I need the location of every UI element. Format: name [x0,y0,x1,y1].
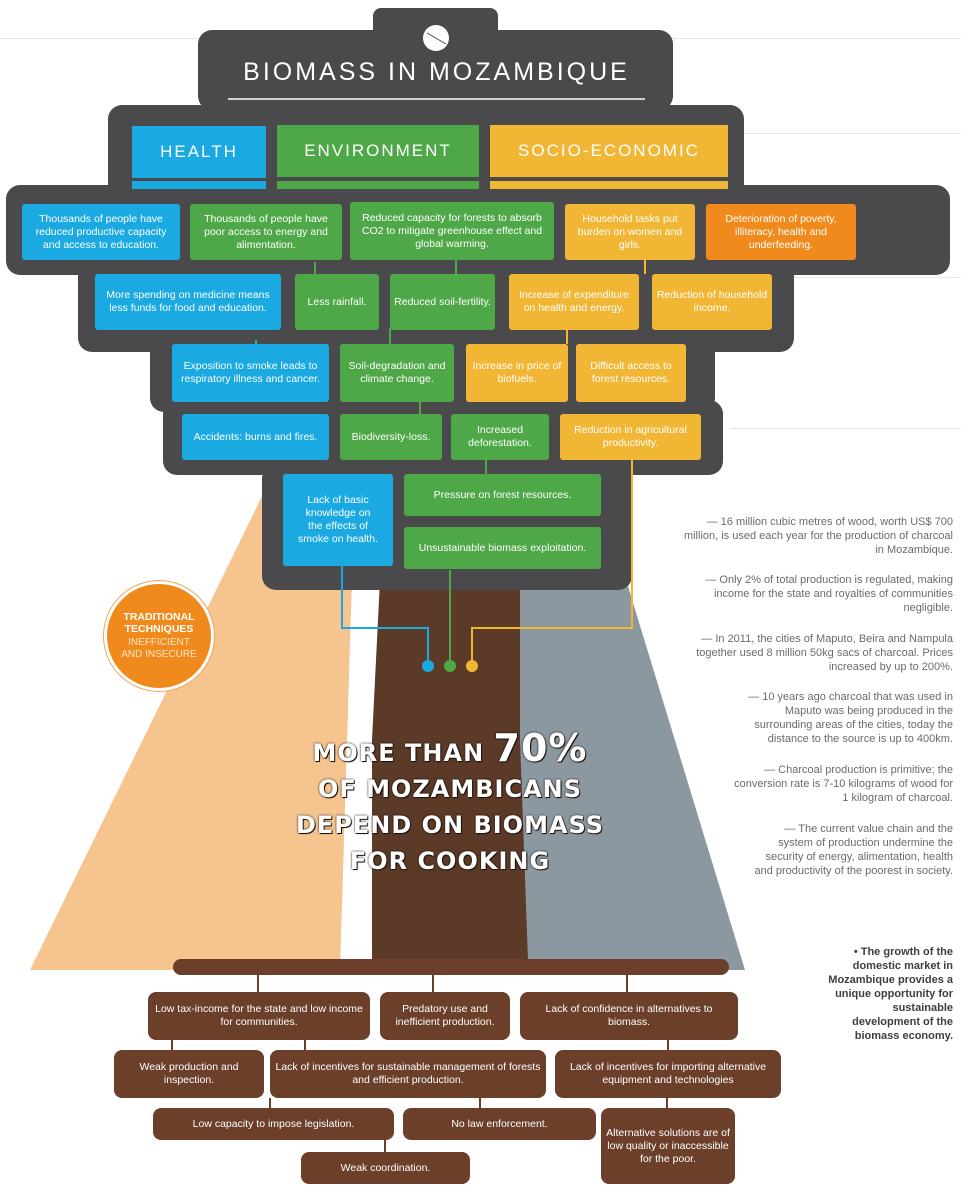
root-bar [173,959,729,975]
badge-subtitle: INEFFICIENT AND INSECURE [121,637,197,660]
category-bar [277,181,479,189]
root-box: Alternative solutions are of low quality… [601,1108,735,1184]
canopy-box: Less rainfall. [295,274,379,330]
canopy-box: Soil-degradation and climate change. [340,344,454,402]
root-box: Low tax-income for the state and low inc… [148,992,370,1040]
canopy-box: Reduction in agricultural productivity. [560,414,701,460]
divider [730,133,961,134]
root-box: Lack of confidence in alternatives to bi… [520,992,738,1040]
divider [730,428,961,429]
root-box: Weak production and inspection. [114,1050,264,1098]
canopy-box: Reduced soil-fertility. [390,274,495,330]
canopy-box: Increase of expenditure on health and en… [509,274,639,330]
canopy-box: Accidents: burns and fires. [182,414,329,460]
fact-text: — Only 2% of total production is regulat… [705,574,953,614]
headline-text: DEPEND ON BIOMASS [295,811,605,839]
canopy-box: Deterioration of poverty, illiteracy, he… [706,204,856,260]
divider [730,277,961,278]
canopy-box: Exposition to smoke leads to respiratory… [172,344,329,402]
root-box: Low capacity to impose legislation. [153,1108,394,1140]
canopy-box: Thousands of people have poor access to … [190,204,342,260]
category-bar [132,181,266,189]
traditional-techniques-badge: TRADITIONAL TECHNIQUES INEFFICIENT AND I… [104,581,214,691]
fact-text: — Charcoal production is primitive; the … [734,764,953,804]
category-bar [490,181,728,189]
headline-percent: 70% [493,726,588,770]
health-connector [341,560,429,662]
category-health: HEALTH [132,126,266,178]
headline: MORE THAN 70% OF MOZAMBICANS DEPEND ON B… [280,729,620,879]
root-box: No law enforcement. [403,1108,596,1140]
health-dot [422,660,434,672]
root-box: Weak coordination. [301,1152,470,1184]
root-box: Predatory use and inefficient production… [380,992,510,1040]
canopy-box: More spending on medicine means less fun… [95,274,281,330]
fact-text: — 10 years ago charcoal that was used in… [748,691,953,745]
trunk [372,580,528,960]
socio-connector [471,455,633,662]
category-socio-economic: SOCIO-ECONOMIC [490,125,728,177]
fact-text: — 16 million cubic metres of wood, worth… [683,516,953,556]
canopy-box: Difficult access to forest resources. [576,344,686,402]
root-box: Lack of incentives for sustainable manag… [270,1050,546,1098]
fact-text: — In 2011, the cities of Maputo, Beira a… [696,633,953,673]
canopy-box: Pressure on forest resources. [404,474,601,516]
canopy-box: Increase in price of biofuels. [466,344,568,402]
page-title: BIOMASS IN MOZAMBIQUE [243,58,630,86]
canopy-box: Biodiversity-loss. [340,414,442,460]
headline-text: OF MOZAMBICANS [317,775,583,803]
root-box: Lack of incentives for importing alterna… [555,1050,781,1098]
canopy-box: Unsustainable biomass exploitation. [404,527,601,569]
environment-dot [444,660,456,672]
right-beam [520,560,745,970]
left-beam [30,480,355,970]
canopy-box: Reduced capacity for forests to absorb C… [350,202,554,260]
category-environment: ENVIRONMENT [277,125,479,177]
badge-title: TRADITIONAL TECHNIQUES [123,611,195,635]
canopy-box: Thousands of people have reduced product… [22,204,180,260]
fact-highlight: • The growth of the domestic market in M… [828,946,953,1042]
headline-text: FOR COOKING [349,847,551,875]
canopy-box: Increased deforestation. [451,414,549,460]
fact-text: — The current value chain and the system… [754,823,953,877]
canopy-box: Reduction of household income. [652,274,772,330]
socio-dot [466,660,478,672]
canopy-box: Household tasks put burden on women and … [565,204,695,260]
headline-text: MORE THAN [312,739,494,767]
canopy-box: Lack of basic knowledge on the effects o… [283,474,393,566]
